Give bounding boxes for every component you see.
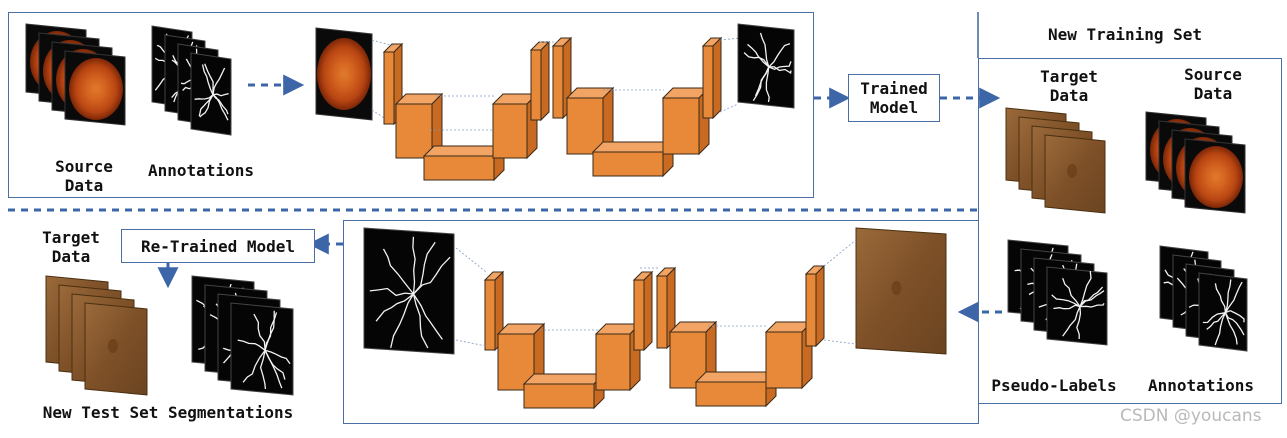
training-set-frame — [978, 58, 1282, 404]
unet-input-fundus — [317, 38, 371, 110]
retrained-model-box: Re-Trained Model — [121, 229, 315, 263]
unet-top-block-7 — [591, 140, 675, 178]
unet-bottom-block-4 — [632, 270, 654, 352]
right-annotations-label: Annotations — [1148, 376, 1254, 395]
annotation-vessel-stack — [151, 25, 232, 136]
right-source-line1: Source — [1184, 65, 1242, 84]
trained-model-box: Trained Model — [848, 74, 940, 122]
unet-top-block-4 — [529, 40, 551, 122]
bottom-target-stack — [45, 275, 148, 396]
right-source-data-label: Source Data — [1166, 65, 1260, 103]
unet-bottom-block-8 — [764, 320, 814, 390]
bottom-target-data-label: Target Data — [26, 228, 116, 266]
right-target-stack — [1005, 107, 1106, 214]
source-fundus-stack — [25, 23, 126, 126]
new-test-set-segmentations-label: New Test Set Segmentations — [42, 403, 294, 422]
trained-model-line1: Trained — [860, 79, 928, 98]
bottom-input-target — [855, 227, 947, 355]
retrained-model-label: Re-Trained Model — [140, 236, 296, 256]
trained-model-line2: Model — [869, 98, 919, 117]
right-target-data-label: Target Data — [1022, 67, 1116, 105]
source-data-label: Source Data — [42, 157, 126, 195]
bottom-target-line1: Target — [42, 228, 100, 247]
bottom-panel-frame — [343, 220, 979, 424]
pseudo-labels-label: Pseudo-Labels — [991, 376, 1117, 395]
test-segmentation-stack — [191, 275, 294, 396]
bottom-output-vessel-map — [363, 227, 455, 355]
top-panel-frame — [8, 12, 814, 198]
source-data-line2: Data — [64, 176, 104, 195]
unet-output-vessel-map — [737, 23, 795, 109]
right-source-stack — [1145, 111, 1246, 214]
right-annotation-stack — [1159, 245, 1248, 352]
pseudo-label-stack — [1007, 239, 1108, 346]
bottom-target-line2: Data — [51, 247, 91, 266]
right-target-line2: Data — [1049, 86, 1089, 105]
annotations-label: Annotations — [148, 161, 254, 180]
right-target-line1: Target — [1040, 67, 1098, 86]
source-data-line1: Source — [55, 157, 113, 176]
unet-top-block-6 — [565, 86, 615, 156]
watermark: CSDN @youcans — [1120, 406, 1262, 426]
new-training-set-title: New Training Set — [1047, 25, 1203, 44]
unet-bottom-block-7 — [694, 370, 778, 408]
unet-bottom-block-9 — [804, 264, 826, 348]
unet-top-block-1 — [394, 92, 444, 160]
unet-top-block-9 — [701, 36, 723, 120]
right-source-line2: Data — [1193, 84, 1233, 103]
unet-bottom-block-2 — [522, 372, 606, 410]
